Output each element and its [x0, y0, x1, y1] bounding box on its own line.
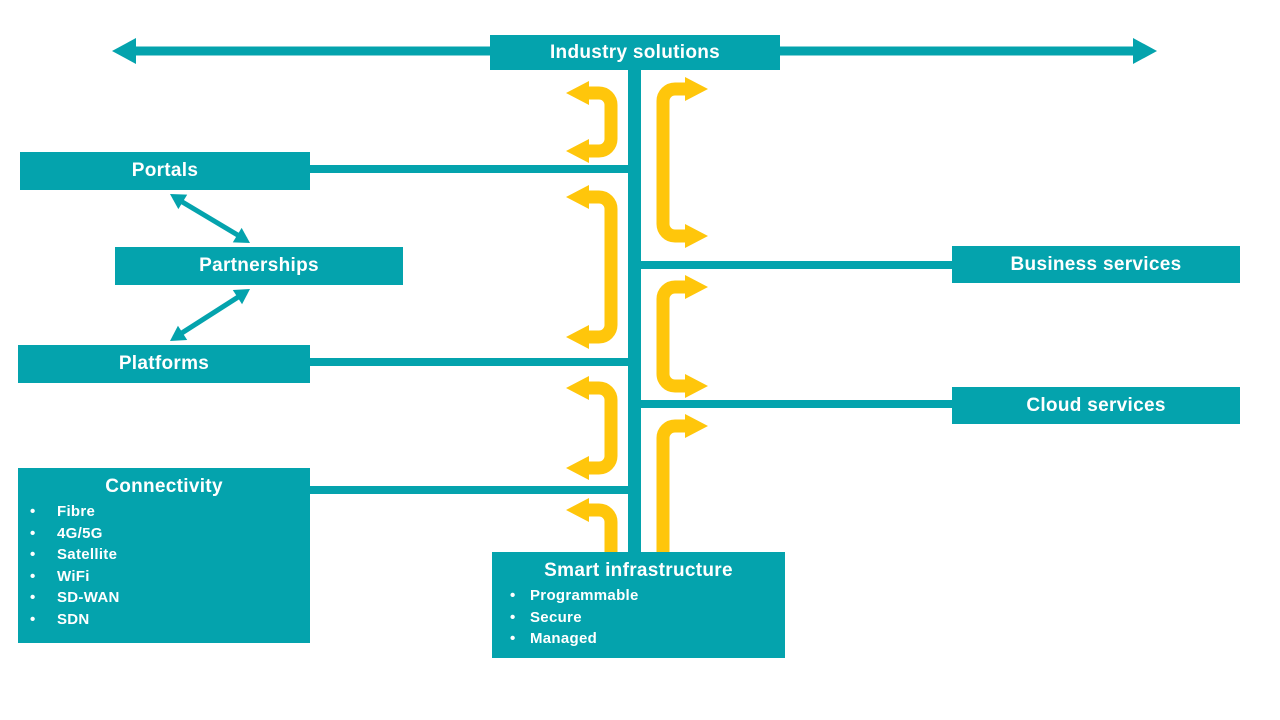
- arrowhead-down-left-icon: [170, 325, 188, 341]
- smart-bullet-list: Programmable Secure Managed: [492, 585, 785, 650]
- arrowhead-left-icon: [566, 456, 589, 480]
- node-industry-solutions: Industry solutions: [490, 35, 780, 70]
- list-item: Programmable: [492, 585, 785, 607]
- partnerships-platforms-line: [172, 289, 248, 341]
- node-business-services-label: Business services: [1010, 253, 1182, 275]
- arrowhead-right-icon: [685, 224, 708, 248]
- arrowhead-up-right-icon: [232, 289, 250, 305]
- node-business-services: Business services: [952, 246, 1240, 283]
- node-cloud-services: Cloud services: [952, 387, 1240, 424]
- node-platforms: Platforms: [18, 345, 310, 383]
- list-item: 4G/5G: [18, 523, 310, 545]
- u-arrow-path: [656, 82, 686, 243]
- arrowhead-left-icon: [566, 498, 589, 522]
- arrowhead-left-icon: [566, 81, 589, 105]
- node-platforms-label: Platforms: [118, 353, 210, 374]
- node-industry-solutions-label: Industry solutions: [549, 41, 721, 63]
- list-item: Managed: [492, 628, 785, 650]
- arrowhead-left-icon: [566, 185, 589, 209]
- connectivity-bullet-list: Fibre 4G/5G Satellite WiFi SD-WAN SDN: [18, 501, 310, 630]
- node-cloud-services-label: Cloud services: [1026, 394, 1166, 416]
- arrowhead-right-icon: [685, 77, 708, 101]
- partnerships-platforms-arrow: [170, 289, 250, 341]
- hook-arrow-path: [588, 503, 618, 554]
- list-item: Secure: [492, 607, 785, 629]
- exchange-arrow-left-4: [566, 498, 618, 554]
- arrowhead-up-left-icon: [170, 194, 188, 210]
- list-item: SD-WAN: [18, 587, 310, 609]
- list-item: SDN: [18, 609, 310, 631]
- list-item: Fibre: [18, 501, 310, 523]
- arrowhead-right-icon: [685, 414, 708, 438]
- node-connectivity: Connectivity Fibre 4G/5G Satellite WiFi …: [18, 468, 310, 643]
- u-arrow-path: [588, 190, 618, 344]
- node-smart-infrastructure-label: Smart infrastructure: [544, 560, 733, 581]
- arrowhead-right-icon: [685, 374, 708, 398]
- list-item: WiFi: [18, 566, 310, 588]
- node-smart-infrastructure: Smart infrastructure Programmable Secure…: [492, 552, 785, 658]
- node-partnerships: Partnerships: [115, 247, 403, 285]
- arrowhead-left-icon: [566, 325, 589, 349]
- exchange-arrow-left-3: [566, 376, 618, 480]
- list-item: Satellite: [18, 544, 310, 566]
- portals-partnerships-arrow: [170, 194, 250, 243]
- exchange-arrow-left-2: [566, 185, 618, 349]
- exchange-arrow-right-3: [656, 414, 708, 554]
- exchange-arrow-left-1: [566, 81, 618, 163]
- node-partnerships-label: Partnerships: [199, 255, 319, 276]
- portals-partnerships-line: [172, 194, 248, 243]
- arrowhead-left-icon: [566, 139, 589, 163]
- node-portals: Portals: [20, 152, 310, 190]
- arrowhead-right-icon: [685, 275, 708, 299]
- arrowhead-down-right-icon: [232, 227, 250, 243]
- exchange-arrow-right-2: [656, 275, 708, 398]
- node-portals-label: Portals: [131, 160, 199, 181]
- u-arrow-path: [588, 381, 618, 475]
- arrowhead-left-icon: [112, 38, 136, 64]
- exchange-arrow-right-1: [656, 77, 708, 248]
- u-arrow-path: [588, 86, 618, 158]
- arrowhead-left-icon: [566, 376, 589, 400]
- node-connectivity-label: Connectivity: [105, 476, 223, 497]
- arrowhead-right-icon: [1133, 38, 1157, 64]
- u-arrow-path: [656, 280, 686, 393]
- hook-arrow-path: [656, 419, 686, 554]
